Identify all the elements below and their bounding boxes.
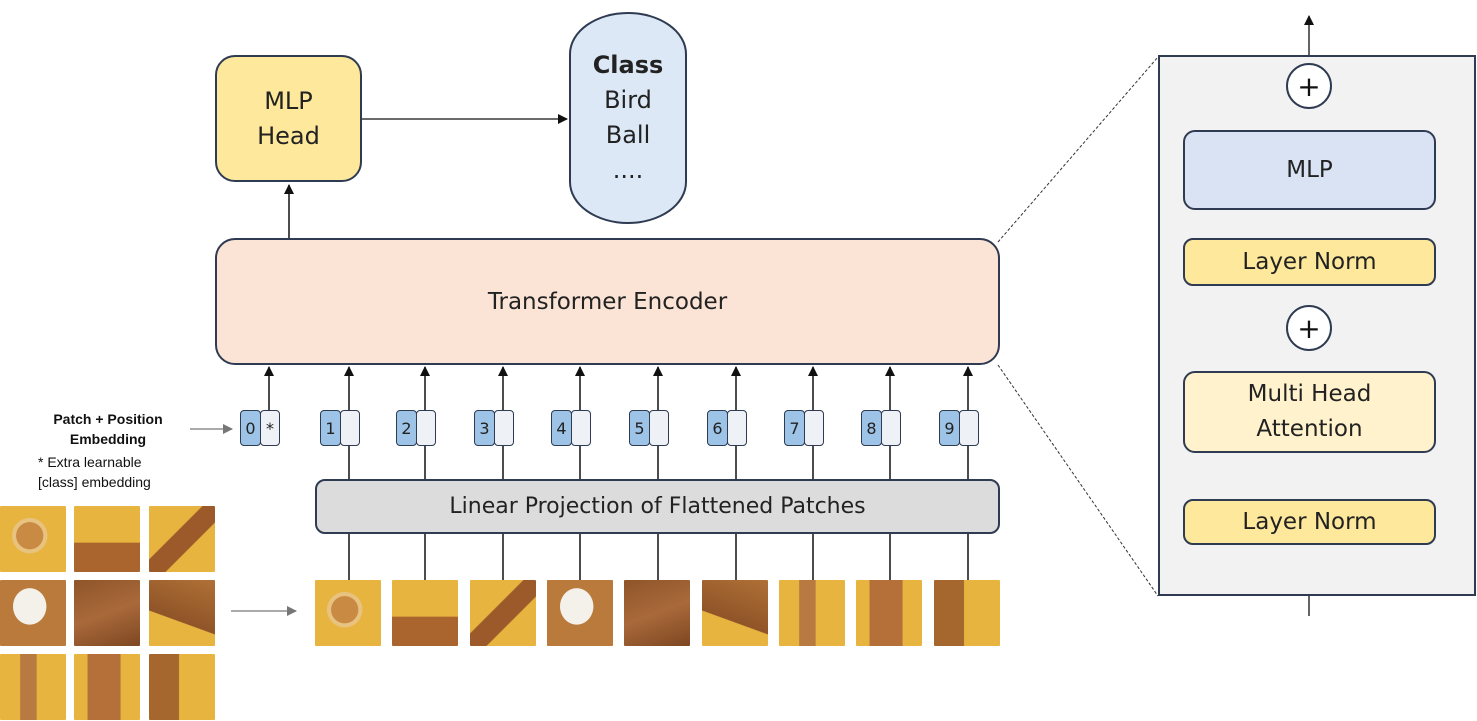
token-index-9: 9	[939, 410, 960, 446]
patch-image-1	[315, 580, 381, 646]
mlp-head-box: MLP Head	[215, 55, 362, 182]
mlp-head-line1: MLP	[264, 86, 313, 115]
grid-patch-7	[0, 654, 66, 720]
token-embedding-4	[571, 410, 591, 446]
detail-mha-line1: Multi Head	[1247, 381, 1372, 407]
token-embedding-8	[881, 410, 901, 446]
token-embedding-6	[727, 410, 747, 446]
token-embedding-7	[804, 410, 824, 446]
zoom-line-bottom	[997, 364, 1159, 597]
detail-layer-norm-top: Layer Norm	[1183, 238, 1436, 286]
patch-image-7	[779, 580, 845, 646]
token-embedding-9	[959, 410, 979, 446]
token-index-7: 7	[784, 410, 805, 446]
patch-image-6	[702, 580, 768, 646]
patch-image-8	[856, 580, 922, 646]
grid-patch-5	[74, 580, 140, 646]
mlp-head-line2: Head	[257, 121, 320, 150]
grid-patch-2	[74, 506, 140, 572]
embedding-legend-note1: * Extra learnable	[38, 454, 142, 470]
grid-patch-1	[0, 506, 66, 572]
token-embedding-1	[340, 410, 360, 446]
detail-layer-norm-bottom: Layer Norm	[1183, 499, 1436, 545]
zoom-line-top	[997, 56, 1159, 243]
linear-projection-label: Linear Projection of Flattened Patches	[449, 494, 866, 519]
detail-mha-line2: Attention	[1256, 416, 1363, 442]
detail-add-top-symbol: +	[1297, 69, 1321, 103]
grid-patch-4	[0, 580, 66, 646]
transformer-encoder-label: Transformer Encoder	[487, 288, 728, 315]
patch-image-9	[934, 580, 1000, 646]
grid-patch-8	[74, 654, 140, 720]
transformer-encoder-box: Transformer Encoder	[215, 238, 1000, 365]
grid-patch-6	[149, 580, 215, 646]
class-item-bird: Bird	[604, 86, 652, 114]
class-title: Class	[592, 51, 664, 79]
token-index-6: 6	[707, 410, 728, 446]
class-item-more: ....	[612, 156, 644, 184]
detail-add-bottom-icon: +	[1286, 305, 1332, 351]
token-index-0: 0	[240, 410, 261, 446]
detail-layer-norm-top-label: Layer Norm	[1242, 248, 1377, 275]
detail-add-bottom-symbol: +	[1297, 311, 1321, 345]
embedding-legend-note2: [class] embedding	[38, 474, 151, 490]
token-index-1: 1	[320, 410, 341, 446]
class-output-cylinder: Class Bird Ball ....	[569, 12, 687, 224]
patch-image-3	[470, 580, 536, 646]
token-embedding-0: *	[260, 410, 280, 446]
token-embedding-3	[494, 410, 514, 446]
token-index-3: 3	[474, 410, 495, 446]
embedding-legend-title: Patch + Position Embedding	[38, 409, 178, 449]
linear-projection-box: Linear Projection of Flattened Patches	[315, 479, 1000, 534]
grid-patch-3	[149, 506, 215, 572]
token-embedding-2	[416, 410, 436, 446]
patch-image-2	[392, 580, 458, 646]
patch-image-5	[624, 580, 690, 646]
token-index-5: 5	[629, 410, 650, 446]
detail-layer-norm-bottom-label: Layer Norm	[1242, 508, 1377, 535]
class-item-ball: Ball	[605, 121, 651, 149]
embedding-legend-note: * Extra learnable [class] embedding	[38, 452, 151, 492]
detail-mlp-label: MLP	[1286, 156, 1333, 183]
embedding-legend-line2: Embedding	[69, 431, 147, 447]
grid-patch-9	[149, 654, 215, 720]
token-index-2: 2	[396, 410, 417, 446]
token-index-8: 8	[861, 410, 882, 446]
patch-image-4	[547, 580, 613, 646]
token-index-4: 4	[551, 410, 572, 446]
token-embedding-5	[649, 410, 669, 446]
detail-mlp-box: MLP	[1183, 130, 1436, 210]
embedding-legend-line1: Patch + Position	[53, 411, 163, 427]
detail-multi-head-attention: Multi Head Attention	[1183, 371, 1436, 453]
detail-add-top-icon: +	[1286, 63, 1332, 109]
